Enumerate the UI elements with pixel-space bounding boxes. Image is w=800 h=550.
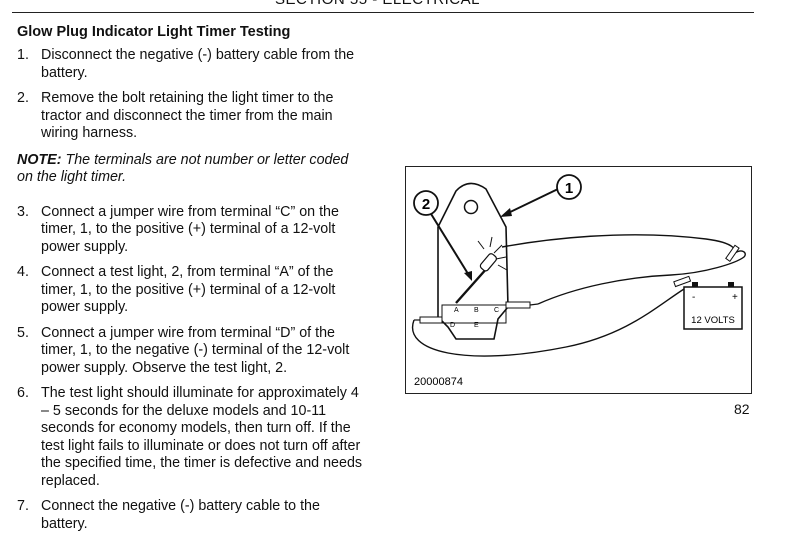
battery-terminal-pos: [728, 282, 734, 287]
wiring-diagram: A B C D E 1 2: [411, 174, 746, 388]
test-light-bulb: [479, 253, 497, 272]
note-text: The terminals are not number or letter c…: [17, 151, 349, 186]
step-3: 3. Connect a jumper wire from terminal “…: [17, 204, 367, 257]
page-title: Glow Plug Indicator Light Timer Testing: [17, 24, 291, 40]
step-2: 2. Remove the bolt retaining the light t…: [17, 90, 367, 143]
figure-id: 20000874: [414, 376, 463, 388]
terminal-d-label: D: [450, 322, 455, 329]
wiring-figure: A B C D E 1 2: [405, 166, 752, 394]
step-6: 6. The test light should illuminate for …: [17, 385, 367, 490]
callout-1-circle: [556, 174, 582, 200]
terminal-b-label: B: [474, 307, 479, 314]
jumper-wire-negative: [411, 288, 685, 357]
step-number: 4.: [17, 264, 29, 280]
step-text: Connect the negative (-) battery cable t…: [41, 498, 320, 532]
terminal-e-label: E: [474, 322, 479, 329]
battery-body: [683, 286, 743, 330]
section-header: SECTION 55 - ELECTRICAL: [0, 0, 755, 8]
callout-2-arrowhead: [464, 271, 472, 281]
page-number: 82: [734, 401, 750, 417]
battery-clip-positive: [725, 244, 740, 262]
battery-label: 12 VOLTS: [691, 315, 735, 326]
mounting-hole: [463, 199, 479, 215]
battery-clip-negative: [673, 275, 692, 288]
connector-clip-d: [419, 316, 443, 324]
test-light-probe: [455, 266, 489, 304]
step-1: 1. Disconnect the negative (-) battery c…: [17, 47, 367, 82]
callout-2-leader: [427, 208, 471, 278]
step-text: Remove the bolt retaining the light time…: [41, 90, 334, 141]
note-label: NOTE:: [17, 151, 62, 168]
step-5: 5. Connect a jumper wire from terminal “…: [17, 325, 367, 378]
jumper-wire-positive: [537, 250, 746, 305]
instructions: 1. Disconnect the negative (-) battery c…: [17, 47, 367, 533]
step-number: 6.: [17, 385, 29, 401]
timer-body-outline: [437, 182, 509, 340]
connector-clip-c: [505, 301, 531, 309]
terminal-c-label: C: [494, 307, 499, 314]
terminal-block: [441, 304, 507, 324]
callout-1-arrowhead: [500, 208, 512, 217]
terminal-a-label: A: [454, 307, 459, 314]
step-number: 1.: [17, 47, 29, 63]
step-number: 7.: [17, 498, 29, 514]
test-light-glow: [477, 236, 508, 271]
test-light-lead: [501, 234, 736, 256]
battery-terminal-neg: [692, 282, 698, 287]
step-4: 4. Connect a test light, 2, from termina…: [17, 264, 367, 317]
callout-2-number: 2: [422, 196, 430, 213]
step-text: Disconnect the negative (-) battery cabl…: [41, 47, 355, 81]
step-number: 5.: [17, 324, 29, 341]
callout-1-number: 1: [565, 180, 573, 197]
battery-minus-sign: -: [692, 292, 695, 303]
step-text: Connect a jumper wire from terminal “D” …: [41, 324, 350, 376]
step-text: The test light should illuminate for app…: [41, 385, 363, 489]
step-text: Connect a test light, 2, from terminal “…: [41, 264, 336, 315]
step-7: 7. Connect the negative (-) battery cabl…: [17, 498, 367, 533]
step-number: 3.: [17, 203, 29, 220]
callout-2-circle: [413, 190, 439, 216]
callout-1-leader: [503, 188, 559, 216]
clip-c-stub: [529, 303, 539, 306]
step-text: Connect a jumper wire from terminal “C” …: [41, 203, 339, 255]
note: NOTE: The terminals are not number or le…: [17, 152, 367, 187]
header-rule: [12, 12, 754, 13]
step-number: 2.: [17, 90, 29, 106]
battery-plus-sign: +: [732, 292, 738, 303]
